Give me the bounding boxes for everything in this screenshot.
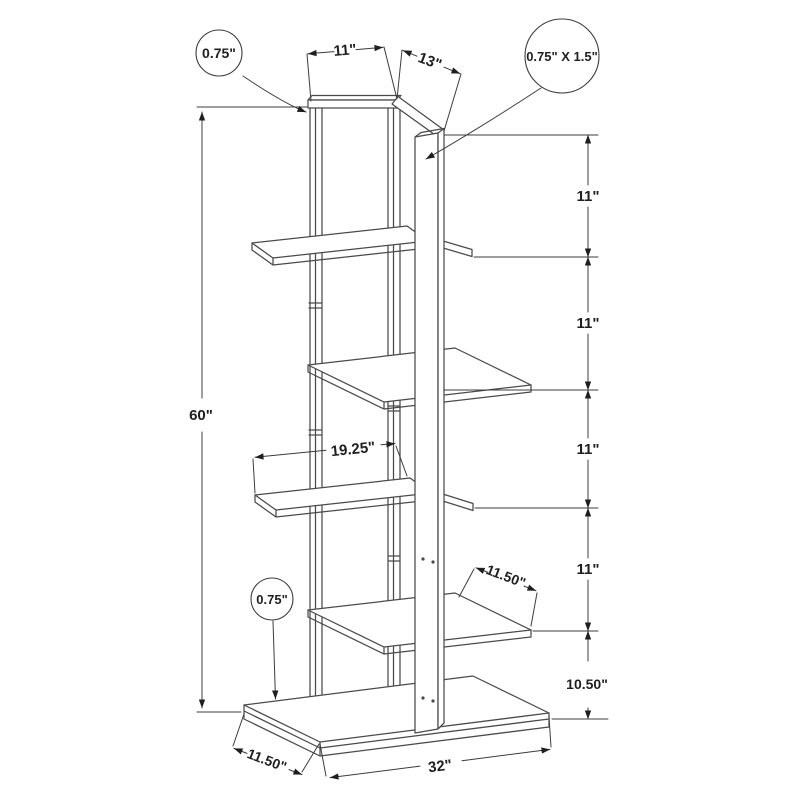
dim-top-width-label: 11" — [333, 41, 357, 60]
dim-gap-4: 11" — [577, 507, 600, 632]
dim-gap-2-label: 11" — [577, 315, 600, 332]
dim-gap-3-label: 11" — [577, 441, 600, 458]
dim-middle-shelf-width-label: 19.25" — [330, 439, 376, 461]
top-beam — [307, 94, 402, 109]
callout-circle — [195, 29, 243, 77]
dim-middle-shelf-width: 19.25" — [254, 439, 396, 461]
base-platform — [243, 675, 550, 757]
left-post — [308, 103, 323, 698]
bookshelf-structure — [243, 94, 550, 757]
dim-gap-1-label: 11" — [577, 188, 600, 205]
callout-bottom-shelf-thickness-label: 0.75" — [256, 592, 287, 607]
dim-base-depth: 11.50" — [233, 745, 303, 776]
dim-overall-height-label: 60" — [189, 407, 213, 424]
dim-top-depth: 13" — [402, 49, 461, 75]
dimension-annotations: 60" 11" 13" 11" 11" 11" — [189, 18, 609, 780]
dim-gap-bottom: 10.50" — [566, 630, 608, 720]
callout-top-left-tube-label: 0.75" — [202, 45, 236, 61]
dim-top-depth-label: 13" — [416, 49, 444, 73]
dim-top-width: 11" — [307, 41, 384, 60]
callout-top-left-tube: 0.75" — [195, 29, 307, 113]
extension-lines — [196, 46, 609, 777]
dim-upper-shelf-depth: 11.50" — [475, 561, 537, 592]
callout-circle — [524, 18, 600, 94]
callout-bottom-shelf-thickness: 0.75" — [250, 577, 294, 700]
dim-base-depth-label: 11.50" — [245, 745, 289, 775]
callout-main-post-label: 0.75" X 1.5" — [526, 49, 598, 64]
main-post — [414, 127, 445, 734]
shelf-tier-2 — [251, 225, 473, 266]
dim-gap-1: 11" — [577, 134, 600, 258]
dim-gap-bottom-label: 10.50" — [566, 676, 608, 692]
callout-main-post: 0.75" X 1.5" — [425, 18, 600, 160]
dim-base-width: 32" — [329, 747, 551, 780]
dim-gap-2: 11" — [577, 256, 600, 391]
dim-overall-height: 60" — [189, 111, 213, 709]
callout-circle — [250, 577, 294, 621]
dim-base-width-label: 32" — [427, 757, 453, 777]
dim-gap-4-label: 11" — [577, 561, 600, 578]
dim-upper-shelf-depth-label: 11.50" — [484, 561, 528, 591]
dim-gap-3: 11" — [577, 389, 600, 509]
